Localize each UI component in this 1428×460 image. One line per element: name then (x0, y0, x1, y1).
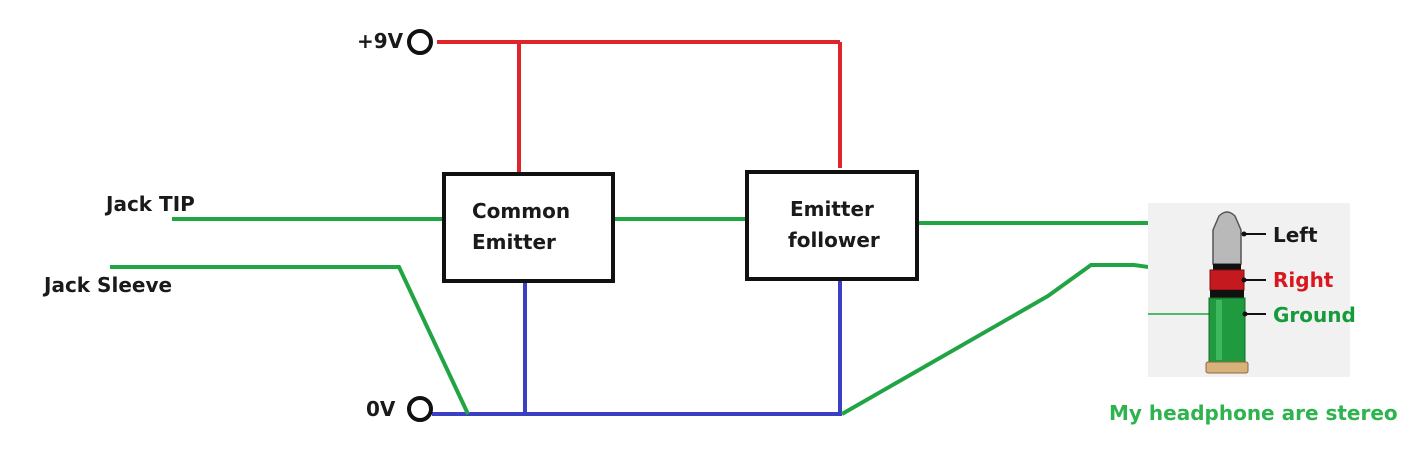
plug-tip-segment (1212, 211, 1242, 265)
plug-sleeve-segment (1208, 297, 1246, 363)
jack-sleeve-label: Jack Sleeve (42, 273, 172, 297)
common-emitter-box (442, 172, 615, 283)
ground-pointer-dot (1242, 311, 1248, 317)
zero-label: 0V (366, 397, 396, 421)
emitter-follower-box (745, 170, 919, 281)
emitter-follower-block: Emitter follower (745, 170, 919, 281)
zero-terminal (407, 396, 433, 422)
plug-insulator-2 (1210, 290, 1244, 298)
common-emitter-line2: Emitter (472, 230, 556, 254)
plug-base-collar (1205, 361, 1249, 374)
emitter-follower-line1: Emitter (790, 197, 874, 221)
power-rail (437, 40, 842, 174)
vplus-label: +9V (357, 29, 404, 53)
plug-sleeve-highlight (1216, 300, 1222, 360)
signal-wires (110, 217, 1243, 416)
jack-tip-label: Jack TIP (104, 192, 195, 216)
emitter-follower-line2: follower (788, 228, 880, 252)
ground-rail (432, 279, 842, 416)
vplus-terminal (407, 29, 433, 55)
plug-insulator-1 (1213, 264, 1241, 270)
plug-right-label: Right (1273, 268, 1334, 292)
common-emitter-block: Common Emitter (442, 172, 615, 283)
plug-photo-background (1148, 203, 1350, 377)
stereo-jack-plug-icon: Left Right Ground (1148, 203, 1356, 377)
sleeve-wire (110, 265, 470, 415)
plug-left-label: Left (1273, 223, 1318, 247)
stereo-caption: My headphone are stereo (1109, 401, 1398, 425)
plug-ring-segment (1209, 269, 1245, 291)
plug-ground-label: Ground (1273, 303, 1356, 327)
right-pointer-dot (1241, 277, 1247, 283)
common-emitter-line1: Common (472, 199, 570, 223)
left-pointer-dot (1241, 231, 1247, 237)
